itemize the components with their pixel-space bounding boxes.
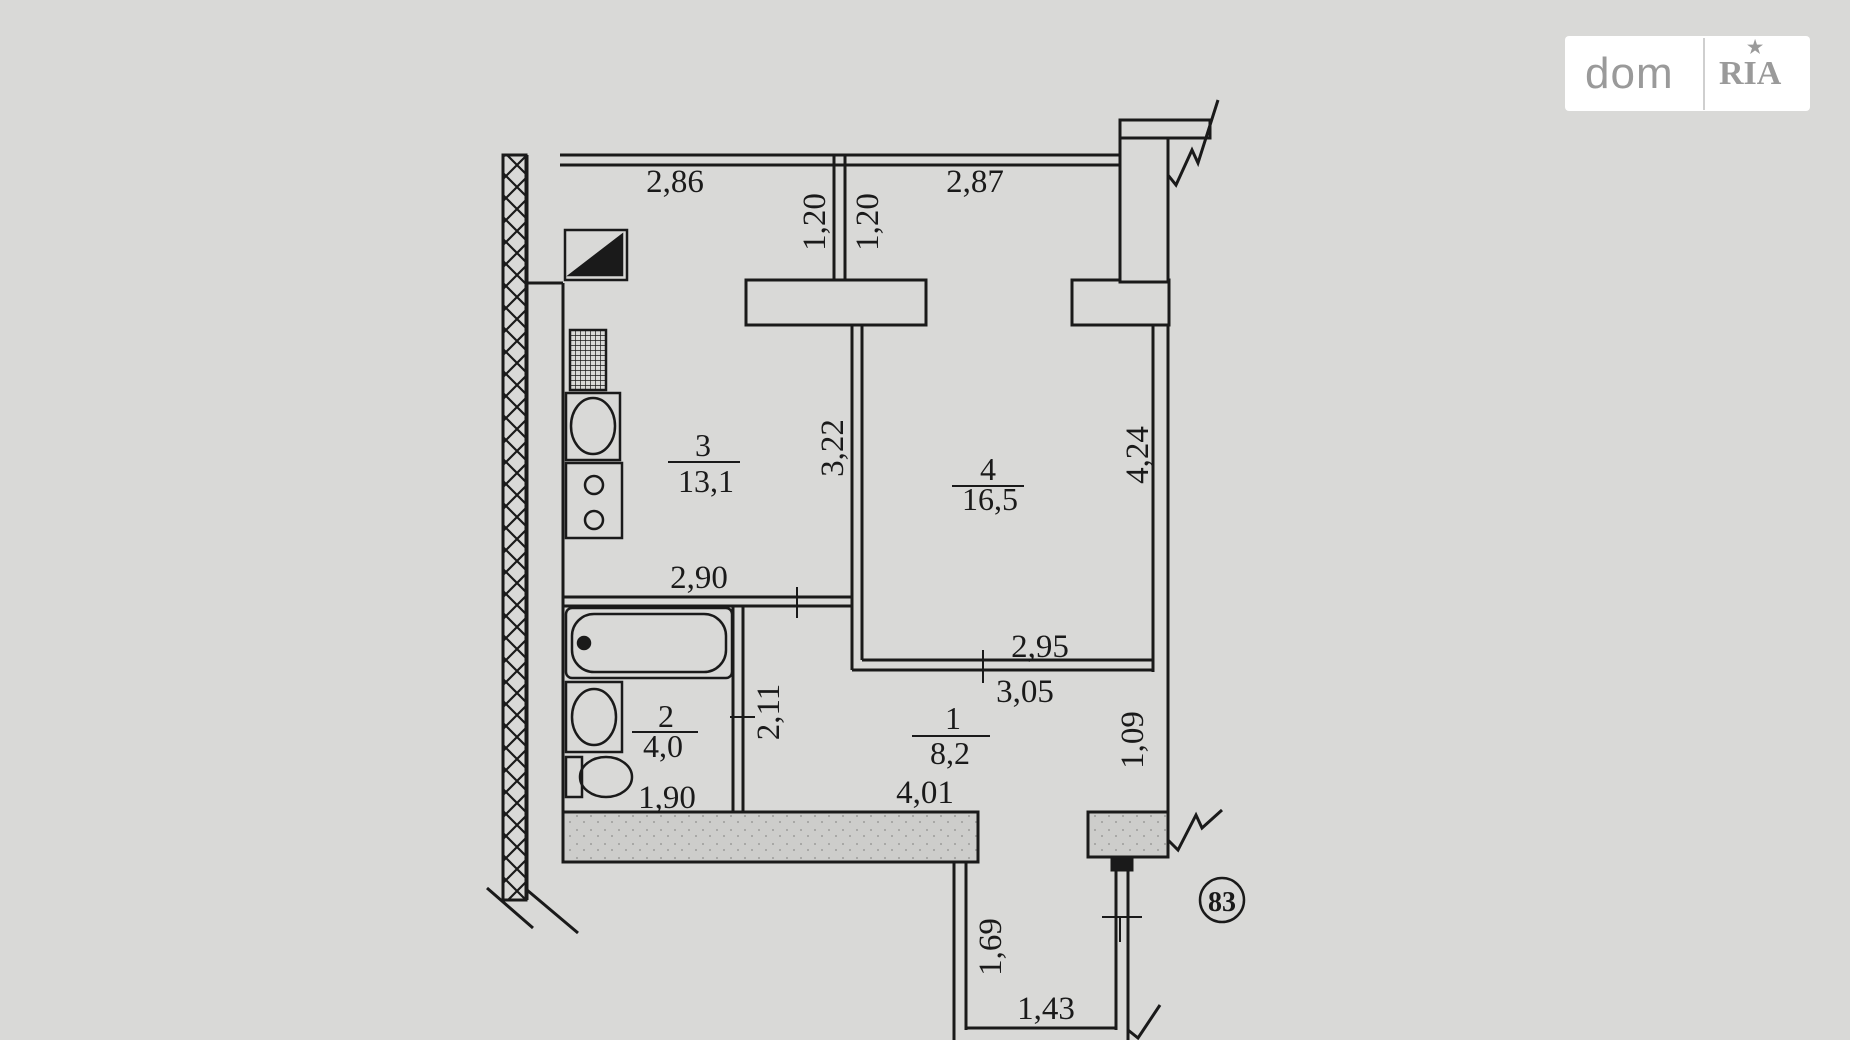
dim-kitchen-height: 3,22 (815, 419, 851, 477)
ventilation-shaft-fill (566, 232, 624, 277)
toilet-tank (564, 755, 584, 799)
dim-entrance-width: 1,43 (1017, 991, 1075, 1027)
dim-room4-height: 4,24 (1120, 426, 1156, 484)
bathroom-sink-bowl (570, 687, 618, 747)
bottom-beam (561, 810, 980, 864)
domria-logo[interactable]: dom ★ RIA (1565, 36, 1810, 111)
right-column (1118, 118, 1170, 284)
dim-balcony-right-depth: 1,20 (850, 193, 886, 251)
dim-hall-width-top: 3,05 (996, 674, 1054, 710)
bottom-beam-right (1086, 810, 1170, 859)
bathtub-drain (576, 635, 592, 651)
fixtures (563, 228, 734, 799)
room-2-number: 2 (658, 698, 674, 734)
logo-text: dom (1585, 48, 1674, 98)
stove-burner-1 (583, 474, 605, 496)
kitchen-grid-appliance (568, 328, 608, 392)
dim-kitchen-width: 2,90 (670, 560, 728, 596)
dim-room4-width: 2,95 (1011, 629, 1069, 665)
break-line-bottom (1166, 808, 1224, 853)
room-3-area: 13,1 (678, 463, 734, 499)
pillar-center (744, 278, 928, 327)
bathtub-inner (570, 612, 728, 674)
door-ticks (730, 587, 1142, 942)
wall-end-diagonal (486, 886, 534, 930)
room-4-area: 16,5 (962, 481, 1018, 517)
stove-burner-2 (583, 509, 605, 531)
dim-top-left-width: 2,86 (646, 164, 704, 200)
dim-hall-width: 4,01 (896, 775, 954, 811)
bathtub (564, 606, 734, 680)
star-icon: ★ (1747, 36, 1764, 57)
dim-top-right-width: 2,87 (946, 164, 1004, 200)
apartment-number-badge: 83 (1198, 876, 1246, 924)
room-4-number: 4 (980, 451, 996, 487)
walls (486, 99, 1224, 1040)
break-line-top (1166, 99, 1220, 188)
kitchen-sink-bowl (569, 396, 617, 456)
ventilation-shaft (563, 228, 629, 282)
dimension-labels: 2,86 2,87 1,20 1,20 3,22 4,24 2,90 2,95 … (638, 164, 1156, 1027)
kitchen-stove (564, 461, 624, 540)
room-1-area: 8,2 (930, 735, 970, 771)
dim-balcony-left-depth: 1,20 (797, 193, 833, 251)
dim-entrance-depth: 1,69 (973, 918, 1009, 976)
room-3-number: 3 (695, 427, 711, 463)
dim-hall-right-height: 1,09 (1115, 711, 1151, 769)
room-2-area: 4,0 (643, 728, 683, 764)
apartment-number: 83 (1208, 887, 1236, 918)
pillar-right (1070, 278, 1171, 327)
dim-bath-width: 1,90 (638, 780, 696, 816)
exterior-wall-left (501, 153, 528, 902)
door-jamb (1110, 856, 1134, 872)
room-labels: 3 13,1 4 16,5 2 4,0 1 8,2 (632, 427, 1024, 771)
bathroom-sink (564, 680, 624, 754)
break-line-entrance (1127, 1004, 1162, 1040)
dim-bath-height: 2,11 (751, 684, 787, 741)
logo-mark: ★ RIA (1705, 37, 1782, 93)
right-column-cap (1118, 118, 1212, 140)
toilet-bowl (578, 755, 634, 799)
kitchen-sink (564, 391, 622, 462)
wall-end-diagonal-2 (526, 888, 579, 935)
room-1-number: 1 (945, 700, 961, 736)
logo-mark-text: RIA (1719, 54, 1782, 92)
logo-separator (1703, 37, 1705, 110)
